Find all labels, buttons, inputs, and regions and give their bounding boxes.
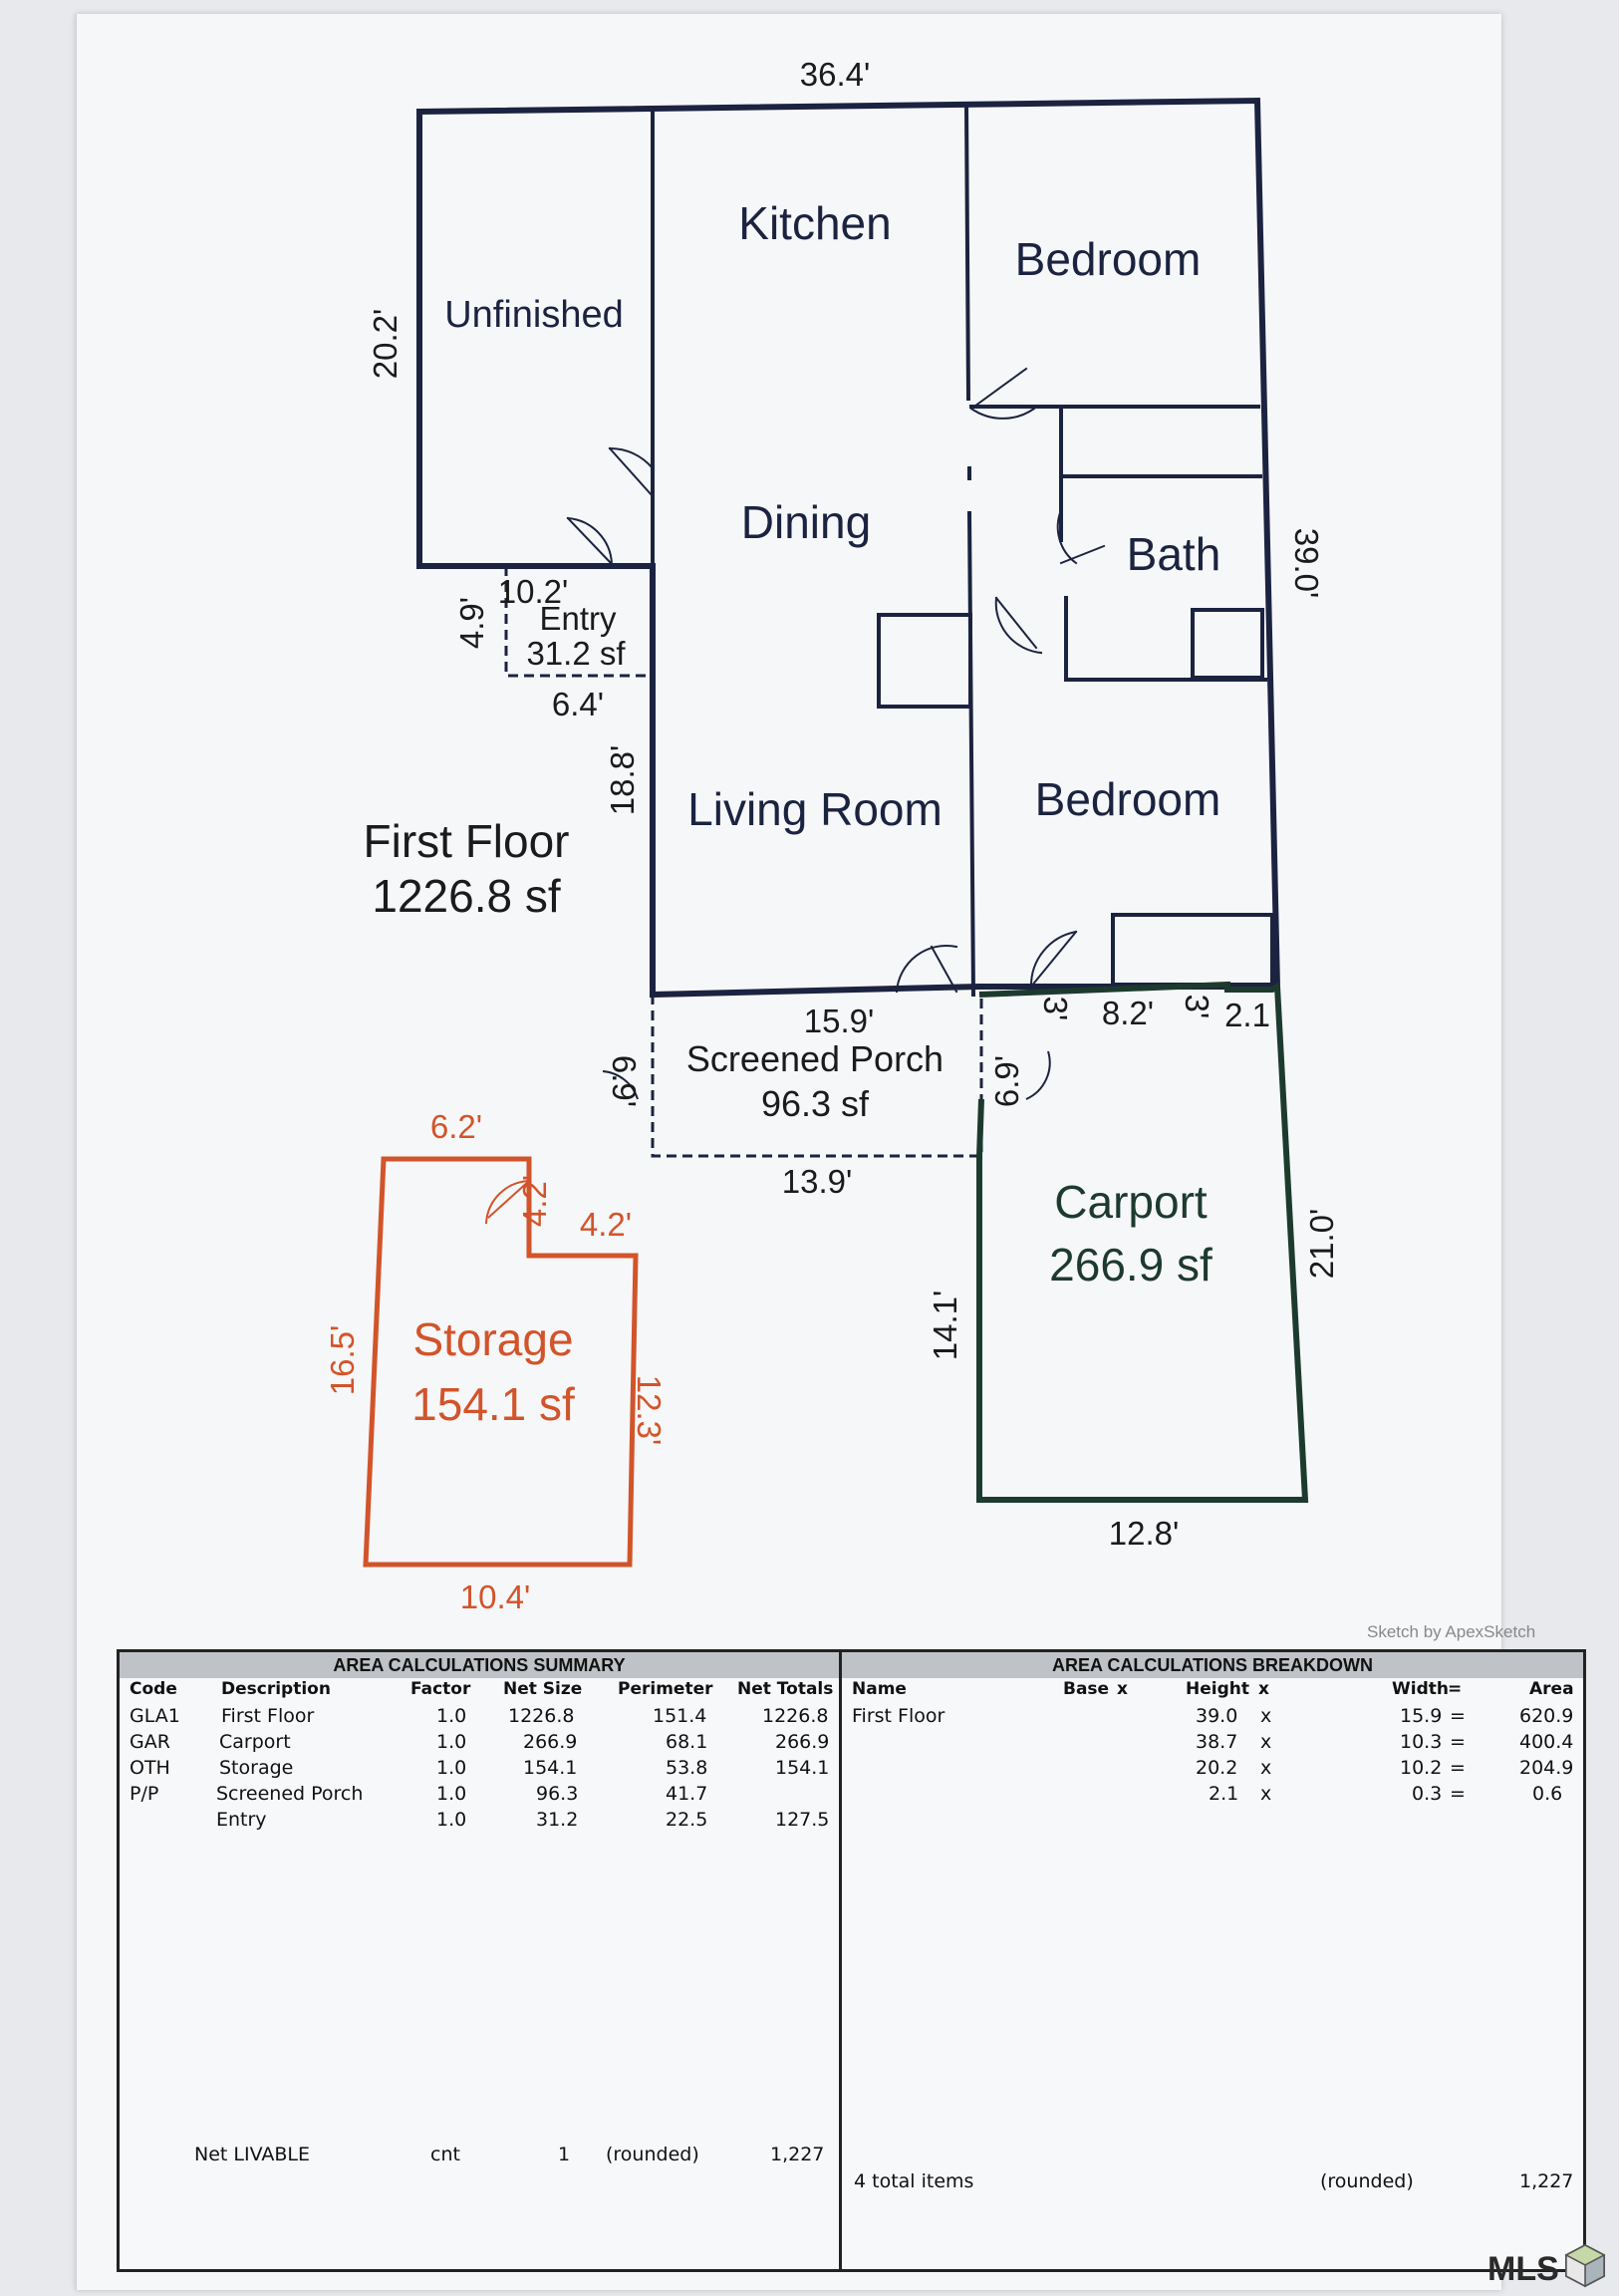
dim-carport-notch-b: 3': [1179, 995, 1215, 1019]
breakdown-row: First Floor 39.0 x 15.9 = 620.9: [852, 1705, 1574, 1727]
room-kitchen: Kitchen: [738, 197, 891, 249]
dim-carport-notch-width: 8.2': [1102, 995, 1154, 1031]
col-name: Name: [852, 1679, 907, 1699]
breakdown-header-row: Name Base x Height x Width = Area: [852, 1679, 1574, 1699]
col-net-size: Net Size: [503, 1679, 583, 1699]
col-net-totals: Net Totals: [737, 1679, 834, 1699]
col-description: Description: [221, 1679, 331, 1699]
summary-row: OTH Storage 1.0 154.1 53.8 154.1: [130, 1757, 830, 1779]
dim-living-height: 18.8': [604, 745, 641, 816]
col-perimeter: Perimeter: [618, 1679, 713, 1699]
dim-storage-right: 12.3': [631, 1375, 668, 1446]
room-living-room: Living Room: [687, 783, 943, 835]
dim-entry-bottom: 6.4': [552, 686, 604, 722]
house-outline: [416, 97, 1281, 999]
col-code: Code: [130, 1679, 177, 1699]
carport-outline: [976, 981, 1309, 1503]
summary-row: P/P Screened Porch 1.0 96.3 41.7: [130, 1783, 708, 1805]
dim-carport-notch-c: 2.1: [1224, 997, 1270, 1033]
room-unfinished: Unfinished: [444, 294, 624, 336]
summary-title: AREA CALCULATIONS SUMMARY: [120, 1652, 839, 1678]
cube-icon: [1564, 2243, 1606, 2288]
room-screened-porch-sf: 96.3 sf: [761, 1083, 870, 1124]
dim-porch-top: 15.9': [804, 1003, 875, 1039]
breakdown-row: 2.1 x 0.3 = 0.6: [1209, 1783, 1563, 1805]
room-bedroom-bottom: Bedroom: [1035, 773, 1221, 825]
floor-plan: Kitchen Bedroom Unfinished Dining Bath E…: [324, 56, 1340, 1615]
storage-outline: [363, 1156, 639, 1568]
dim-storage-bottom: 10.4': [460, 1578, 531, 1615]
entry-outline: [504, 566, 653, 678]
col-height: Height: [1186, 1679, 1249, 1699]
summary-row: Entry 1.0 31.2 22.5 127.5: [216, 1809, 830, 1831]
dim-top-width: 36.4': [800, 56, 871, 93]
room-screened-porch: Screened Porch: [686, 1038, 944, 1079]
summary-row: GLA1 First Floor 1.0 1226.8 151.4 1226.8: [130, 1705, 829, 1727]
col-base: Base: [1063, 1679, 1110, 1699]
dim-porch-bottom: 13.9': [782, 1163, 853, 1200]
table-divider: [839, 1652, 842, 2269]
dim-storage-top: 6.2': [430, 1108, 482, 1145]
dim-storage-left: 16.5': [324, 1325, 361, 1396]
breakdown-row: 38.7 x 10.3 = 400.4: [1196, 1731, 1574, 1753]
room-entry-sf: 31.2 sf: [526, 635, 626, 672]
col-area: Area: [1529, 1679, 1574, 1699]
col-width: Width: [1392, 1679, 1449, 1699]
dim-porch-left: 6.9': [606, 1055, 643, 1107]
dim-storage-notch-v: 4.2': [516, 1175, 553, 1227]
dim-carport-right: 21.0': [1303, 1209, 1340, 1280]
room-storage: Storage: [412, 1313, 573, 1365]
net-livable-row: Net LIVABLE cnt 1 (rounded) 1,227: [194, 2144, 825, 2165]
room-bath: Bath: [1127, 528, 1221, 580]
dim-porch-right: 6.9': [988, 1055, 1025, 1107]
summary-row: GAR Carport 1.0 266.9 68.1 266.9: [130, 1731, 830, 1753]
dim-right-height: 39.0': [1288, 528, 1325, 599]
dim-unfinished-height: 20.2': [367, 309, 404, 380]
dim-carport-notch-a: 3': [1037, 997, 1074, 1021]
breakdown-row: 20.2 x 10.2 = 204.9: [1196, 1757, 1574, 1779]
room-carport-sf: 266.9 sf: [1049, 1239, 1213, 1291]
first-floor-label: First Floor: [364, 815, 570, 867]
room-carport: Carport: [1054, 1176, 1208, 1228]
mls-watermark: MLS: [1487, 2250, 1559, 2288]
room-entry: Entry: [539, 600, 617, 637]
col-factor: Factor: [410, 1679, 471, 1699]
first-floor-sf: 1226.8 sf: [372, 870, 560, 922]
breakdown-title: AREA CALCULATIONS BREAKDOWN: [842, 1652, 1583, 1678]
summary-header-row: Code Description Factor Net Size Perimet…: [120, 1679, 839, 1705]
breakdown-footer: 4 total items (rounded) 1,227: [854, 2170, 1574, 2192]
room-bedroom-top: Bedroom: [1015, 233, 1202, 285]
dim-storage-notch-h: 4.2': [580, 1206, 632, 1243]
dim-carport-left: 14.1': [927, 1291, 963, 1361]
dim-entry-width: 10.2': [498, 573, 569, 610]
room-dining: Dining: [741, 496, 871, 548]
area-calculations-panel: AREA CALCULATIONS SUMMARY AREA CALCULATI…: [117, 1649, 1586, 2272]
room-storage-sf: 154.1 sf: [411, 1378, 575, 1430]
kitchen-bedroom-wall: [963, 103, 971, 402]
porch-outline: [651, 995, 983, 1158]
dim-carport-bottom: 12.8': [1109, 1515, 1180, 1552]
dim-entry-height: 4.9': [453, 597, 490, 649]
sketch-credit: Sketch by ApexSketch: [1367, 1622, 1536, 1641]
